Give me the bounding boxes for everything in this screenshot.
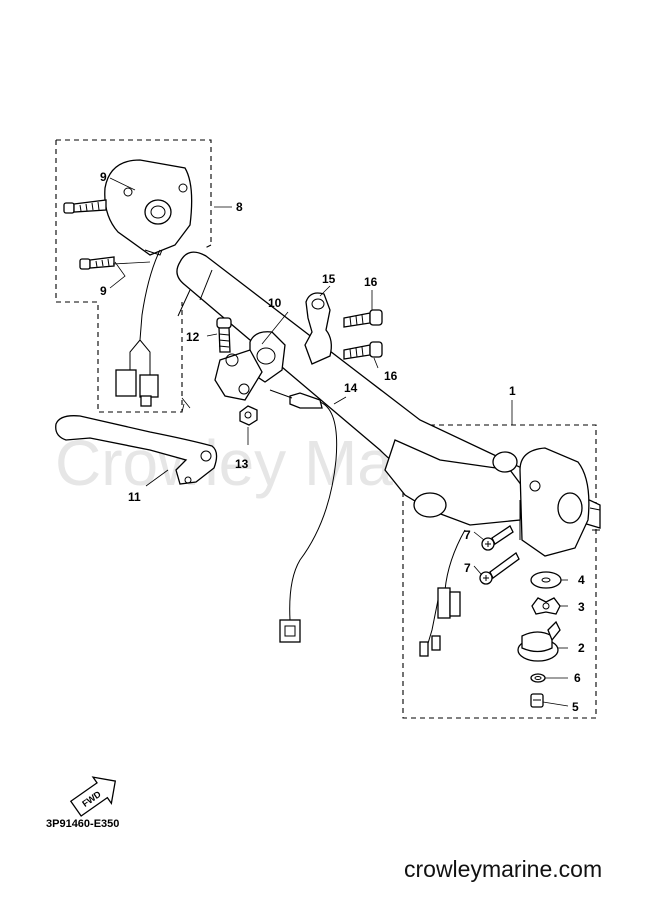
callout-2: 2 xyxy=(578,641,585,655)
callout-1: 1 xyxy=(509,384,516,398)
callout-14: 14 xyxy=(344,381,358,395)
callout-10: 10 xyxy=(268,296,282,310)
cable-14 xyxy=(269,389,338,643)
callout-16-lower: 16 xyxy=(384,369,398,383)
star-washer-3 xyxy=(531,597,561,615)
callout-7-upper: 7 xyxy=(464,528,471,542)
lever-11 xyxy=(55,415,218,485)
screw-9-upper xyxy=(63,199,107,214)
callout-5: 5 xyxy=(572,700,579,714)
callout-11: 11 xyxy=(128,490,141,504)
bolt-12 xyxy=(216,317,232,353)
callout-7-lower: 7 xyxy=(464,561,471,575)
callout-9-upper: 9 xyxy=(100,170,107,184)
group-box-1 xyxy=(402,424,597,719)
nut-13 xyxy=(239,405,258,426)
bolt-16-lower xyxy=(343,341,383,360)
callout-15: 15 xyxy=(322,272,336,286)
callout-8: 8 xyxy=(236,200,243,214)
screw-5 xyxy=(530,693,544,708)
screw-9-lower xyxy=(79,256,115,270)
screw-7-lower xyxy=(479,552,520,585)
callout-4: 4 xyxy=(578,573,585,587)
callout-3: 3 xyxy=(578,600,585,614)
washer-4 xyxy=(530,571,562,589)
knob-2 xyxy=(517,620,561,662)
callout-6: 6 xyxy=(574,671,581,685)
fwd-arrow: FWD xyxy=(69,776,117,817)
left-switch-assembly xyxy=(104,159,193,407)
clamp-15 xyxy=(304,292,332,365)
callout-13: 13 xyxy=(235,457,249,471)
callout-16-upper: 16 xyxy=(364,275,378,289)
callout-12: 12 xyxy=(186,330,200,344)
diagram-code: 3P91460-E350 xyxy=(46,818,120,830)
screw-7-upper xyxy=(481,525,514,551)
leader-lines xyxy=(109,177,569,707)
site-url[interactable]: crowleymarine.com xyxy=(404,856,603,882)
group-box-8 xyxy=(55,139,212,413)
callout-9-lower: 9 xyxy=(100,284,107,298)
lever-bracket xyxy=(214,331,286,401)
right-switch-assembly xyxy=(384,439,601,657)
bolt-16-upper xyxy=(343,309,383,328)
group-box-8-edge xyxy=(204,244,212,249)
washer-6 xyxy=(530,673,546,683)
